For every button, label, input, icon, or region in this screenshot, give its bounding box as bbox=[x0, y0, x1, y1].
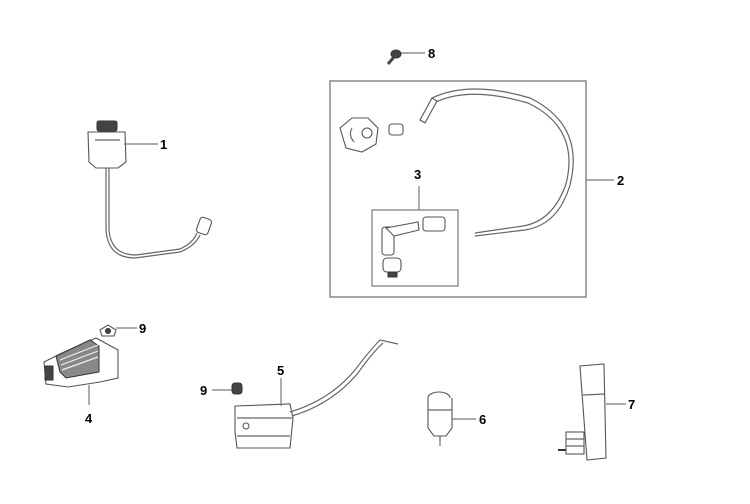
regulator-rectifier-part bbox=[43, 337, 119, 388]
callout-8[interactable]: 8 bbox=[428, 46, 436, 61]
bolt-part bbox=[386, 49, 402, 65]
callout-4[interactable]: 4 bbox=[85, 411, 93, 426]
hv-cable-assembly-part bbox=[339, 88, 574, 287]
nut-part-lower bbox=[231, 382, 243, 395]
callout-3[interactable]: 3 bbox=[414, 167, 422, 182]
callout-7[interactable]: 7 bbox=[628, 397, 636, 412]
callout-1[interactable]: 1 bbox=[160, 137, 168, 152]
pulse-generator-part bbox=[234, 339, 399, 449]
ignition-coil-part bbox=[87, 120, 213, 259]
assembly-3-frame bbox=[371, 209, 459, 287]
callout-2[interactable]: 2 bbox=[617, 173, 625, 188]
callout-9-lower[interactable]: 9 bbox=[200, 383, 208, 398]
nut-part-upper bbox=[99, 324, 117, 337]
cdi-unit-part bbox=[558, 363, 607, 461]
assembly-2-frame bbox=[329, 80, 587, 298]
callout-5[interactable]: 5 bbox=[277, 363, 285, 378]
relay-connector-part bbox=[427, 391, 453, 446]
callout-6[interactable]: 6 bbox=[479, 412, 487, 427]
callout-9-upper[interactable]: 9 bbox=[139, 321, 147, 336]
